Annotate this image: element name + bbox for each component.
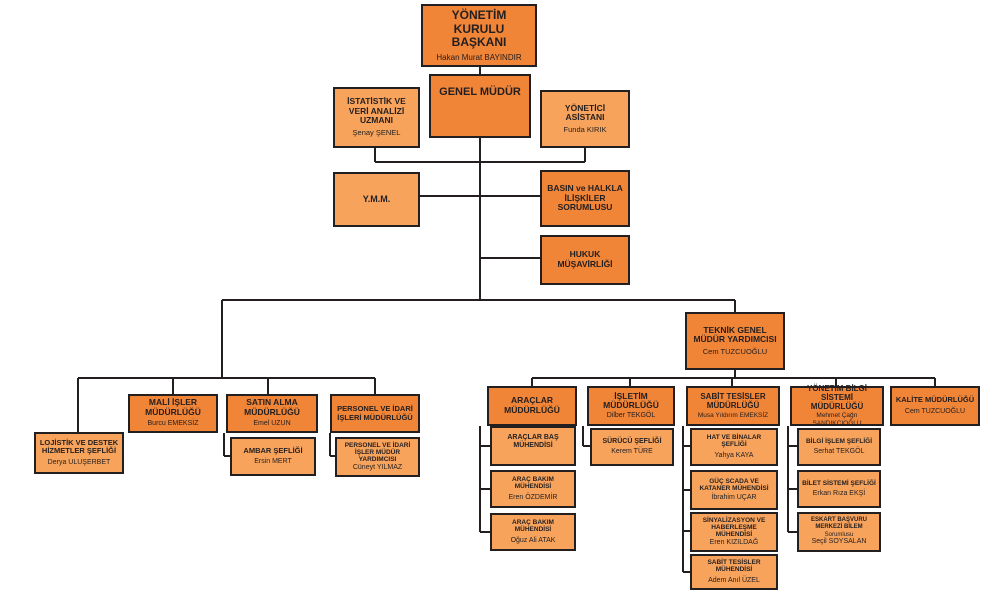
procurement-box: SATIN ALMA MÜDÜRLÜĞÜ Emel UZUN (226, 394, 318, 433)
operations-box: İŞLETİM MÜDÜRLÜĞÜ Dilber TEKGÖL (587, 386, 675, 426)
executive-assistant-box: YÖNETİCİ ASİSTANI Funda KIRIK (540, 90, 630, 148)
press-relations-box: BASIN ve HALKLA İLİŞKİLER SORUMLUSU (540, 170, 630, 227)
vehicles-chief-engineer-box: ARAÇLAR BAŞ MÜHENDİSİ (490, 426, 576, 466)
quality-title: KALİTE MÜDÜRLÜĞÜ (895, 395, 975, 405)
escort-center-box: ESKART BAŞVURU MERKEZİ BİLEM Sorumlusu S… (797, 512, 881, 552)
board-chair-name: Hakan Murat BAYINDIR (436, 52, 522, 62)
escort-center-name: Seçil SOYSALAN (811, 538, 867, 546)
finance-name: Burcu EMEKSİZ (147, 420, 199, 428)
fixed-facilities-title: SABİT TESİSLER MÜDÜRLÜĞÜ (700, 391, 766, 410)
mis-name: Mehmet Çağrı SANDIKCIOĞLU (812, 412, 862, 427)
power-scada-name: İbrahim UÇAR (711, 493, 757, 501)
ymm-box: Y.M.M. (333, 172, 420, 227)
personnel-deputy-title: PERSONEL VE İDARİ İŞLER MÜDÜR YARDIMCISI (344, 441, 411, 464)
line-buildings-name: Yahya KAYA (714, 451, 754, 459)
legal-counsel-box: HUKUK MÜŞAVİRLİĞİ (540, 235, 630, 285)
operations-name: Dilber TEKGÖL (606, 411, 656, 419)
line-buildings-box: HAT VE BİNALAR ŞEFLİĞİ Yahya KAYA (690, 428, 778, 466)
quality-name: Cem TUZCUOĞLU (904, 407, 966, 415)
fixed-facilities-name: Musa Yıldırım EMEKSİZ (697, 411, 769, 419)
logistics-box: LOJİSTİK VE DESTEK HİZMETLER ŞEFLİĞİ Der… (34, 432, 124, 474)
technical-deputy-title: TEKNİK GENEL MÜDÜR YARDIMCISI (693, 324, 777, 345)
driver-chief-name: Kerem TÜRE (611, 448, 653, 456)
vehicles-chief-engineer-title: ARAÇLAR BAŞ MÜHENDİSİ (507, 434, 559, 449)
mis-box: YÖNETİM BİLGİ SİSTEMİ MÜDÜRLÜĞÜ Mehmet Ç… (790, 383, 884, 427)
power-scada-box: GÜÇ SCADA VE KATANER MÜHENDİSİ İbrahim U… (690, 470, 778, 510)
statistics-expert-title: İSTATİSTİK VE VERİ ANALİZİ UZMANI (347, 96, 406, 126)
escort-center-title: ESKART BAŞVURU MERKEZİ BİLEM (810, 517, 867, 531)
personnel-box: PERSONEL VE İDARİ İŞLERİ MÜDÜRLÜĞÜ (330, 394, 420, 433)
signaling-title: SİNYALİZASYON VE HABERLEŞME MÜHENDİSİ (702, 516, 766, 539)
personnel-deputy-name: Cüneyt YILMAZ (352, 464, 403, 472)
operations-title: İŞLETİM MÜDÜRLÜĞÜ (603, 390, 659, 411)
executive-assistant-name: Funda KIRIK (563, 124, 607, 134)
general-manager-title: GENEL MÜDÜR (439, 86, 521, 98)
vehicle-maintenance-1-title: ARAÇ BAKIM MÜHENDİSİ (512, 476, 554, 491)
personnel-deputy-box: PERSONEL VE İDARİ İŞLER MÜDÜR YARDIMCISI… (335, 437, 420, 477)
statistics-expert-name: Şenay ŞENEL (352, 127, 401, 137)
board-chair-title: YÖNETİM KURULU BAŞKANI (451, 8, 507, 50)
legal-counsel-title: HUKUK MÜŞAVİRLİĞİ (557, 249, 613, 269)
logistics-title: LOJİSTİK VE DESTEK HİZMETLER ŞEFLİĞİ (39, 438, 119, 456)
warehouse-title: AMBAR ŞEFLİĞİ (243, 445, 303, 455)
fixed-engineer-title: SABİT TESİSLER MÜHENDİSİ (707, 558, 761, 573)
it-chief-title: BİLGİ İŞLEM ŞEFLİĞİ (805, 437, 873, 445)
power-scada-title: GÜÇ SCADA VE KATANER MÜHENDİSİ (699, 478, 769, 493)
executive-assistant-title: YÖNETİCİ ASİSTANI (564, 102, 606, 123)
quality-box: KALİTE MÜDÜRLÜĞÜ Cem TUZCUOĞLU (890, 386, 980, 426)
vehicle-maintenance-1-name: Eren ÖZDEMİR (508, 493, 558, 501)
vehicle-maintenance-2-name: Oğuz Ali ATAK (510, 536, 556, 544)
ticket-chief-title: BİLET SİSTEMİ ŞEFLİĞİ (802, 479, 876, 487)
signaling-box: SİNYALİZASYON VE HABERLEŞME MÜHENDİSİ Er… (690, 512, 778, 552)
vehicle-maintenance-2-title: ARAÇ BAKIM MÜHENDİSİ (512, 519, 554, 534)
it-chief-box: BİLGİ İŞLEM ŞEFLİĞİ Serhat TEKGÖL (797, 428, 881, 466)
line-buildings-title: HAT VE BİNALAR ŞEFLİĞİ (706, 434, 762, 449)
vehicle-maintenance-2-box: ARAÇ BAKIM MÜHENDİSİ Oğuz Ali ATAK (490, 513, 576, 551)
procurement-name: Emel UZUN (253, 420, 291, 428)
ymm-title: Y.M.M. (362, 194, 391, 205)
procurement-title: SATIN ALMA MÜDÜRLÜĞÜ (244, 397, 300, 417)
driver-chief-title: SÜRÜCÜ ŞEFLİĞİ (602, 437, 662, 445)
warehouse-name: Ersin MERT (254, 458, 292, 466)
technical-deputy-box: TEKNİK GENEL MÜDÜR YARDIMCISI Cem TUZCUO… (685, 312, 785, 370)
mis-title: YÖNETİM BİLGİ SİSTEMİ MÜDÜRLÜĞÜ (807, 383, 867, 411)
board-chair-box: YÖNETİM KURULU BAŞKANI Hakan Murat BAYIN… (421, 4, 537, 67)
escort-center-subtitle: Sorumlusu (824, 531, 854, 538)
fixed-facilities-box: SABİT TESİSLER MÜDÜRLÜĞÜ Musa Yıldırım E… (686, 386, 780, 426)
technical-deputy-name: Cem TUZCUOĞLU (702, 346, 768, 356)
signaling-name: Eren KIZILDAĞ (709, 539, 759, 547)
vehicles-box: ARAÇLAR MÜDÜRLÜĞÜ (487, 386, 577, 426)
warehouse-box: AMBAR ŞEFLİĞİ Ersin MERT (230, 437, 316, 476)
press-relations-title: BASIN ve HALKLA İLİŞKİLER SORUMLUSU (547, 183, 623, 213)
fixed-engineer-box: SABİT TESİSLER MÜHENDİSİ Adem Anıl ÜZEL (690, 554, 778, 590)
vehicles-title: ARAÇLAR MÜDÜRLÜĞÜ (504, 395, 560, 415)
logistics-name: Derya ULUŞERBET (47, 458, 111, 466)
vehicle-maintenance-1-box: ARAÇ BAKIM MÜHENDİSİ Eren ÖZDEMİR (490, 470, 576, 508)
personnel-title: PERSONEL VE İDARİ İŞLERİ MÜDÜRLÜĞÜ (337, 404, 413, 422)
finance-title: MALİ İŞLER MÜDÜRLÜĞÜ (145, 397, 201, 417)
ticket-chief-box: BİLET SİSTEMİ ŞEFLİĞİ Erkan Rıza EKŞİ (797, 470, 881, 508)
general-manager-box: GENEL MÜDÜR (429, 74, 531, 138)
fixed-engineer-name: Adem Anıl ÜZEL (708, 577, 760, 585)
driver-chief-box: SÜRÜCÜ ŞEFLİĞİ Kerem TÜRE (590, 428, 674, 466)
it-chief-name: Serhat TEKGÖL (813, 448, 865, 456)
statistics-expert-box: İSTATİSTİK VE VERİ ANALİZİ UZMANI Şenay … (333, 87, 420, 148)
finance-box: MALİ İŞLER MÜDÜRLÜĞÜ Burcu EMEKSİZ (128, 394, 218, 433)
ticket-chief-name: Erkan Rıza EKŞİ (812, 490, 866, 498)
